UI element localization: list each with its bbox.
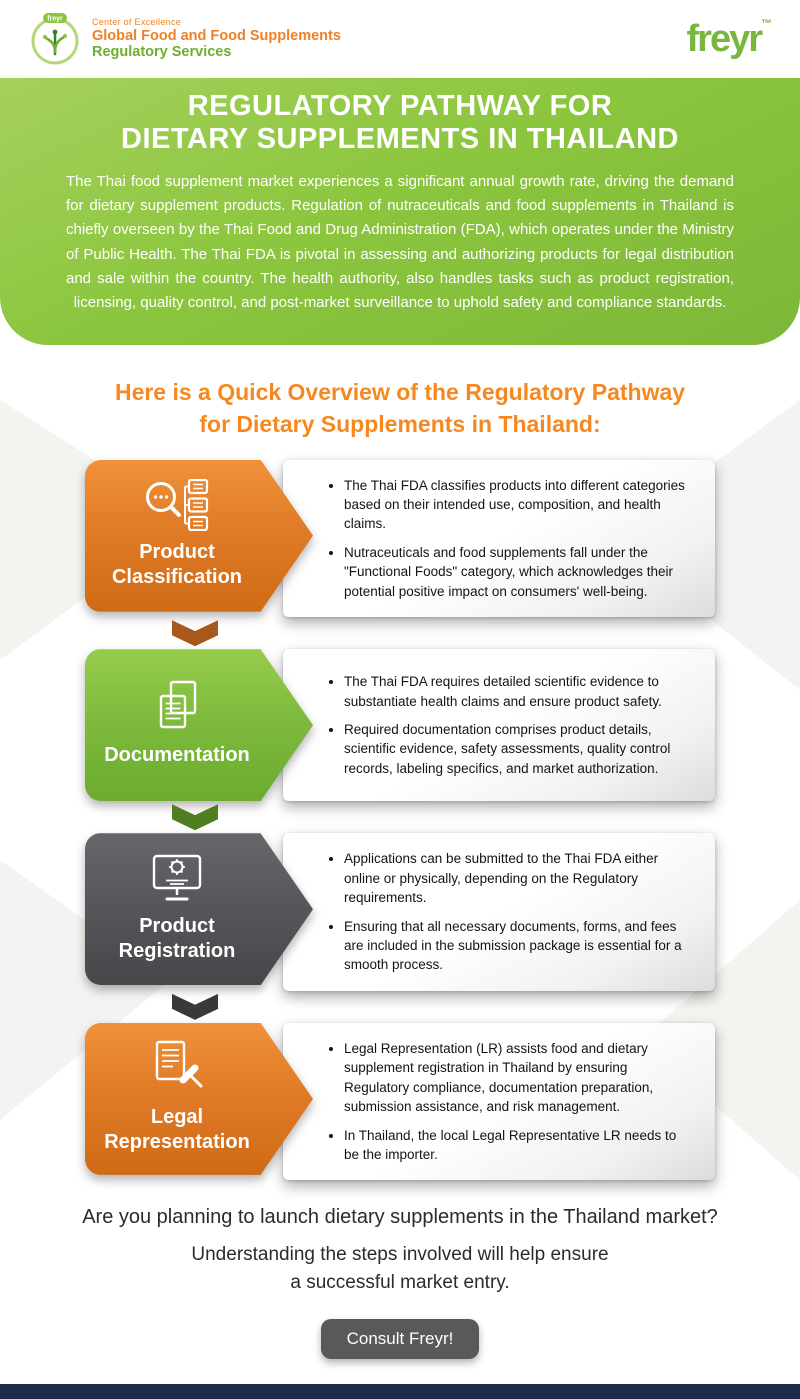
overview-heading: Here is a Quick Overview of the Regulato… [0, 377, 800, 439]
step-arrow-legal-representation: Legal Representation [85, 1022, 313, 1175]
step-arrow-wrap: Legal Representation [85, 1022, 313, 1181]
hero-banner: REGULATORY PATHWAY FOR DIETARY SUPPLEMEN… [0, 78, 800, 346]
coe-logo-text: Center of Excellence Global Food and Foo… [92, 17, 341, 61]
page-title: REGULATORY PATHWAY FOR DIETARY SUPPLEMEN… [62, 90, 738, 157]
down-arrow-connector [172, 804, 218, 831]
step-label-line: Legal [150, 1106, 204, 1129]
step-legal-representation: Legal Representation Legal Representatio… [0, 1022, 800, 1181]
cta-line1: Understanding the steps involved will he… [191, 1244, 609, 1266]
coe-logo: freyr Center of Excellence Global Food a… [28, 12, 341, 66]
down-arrow-connector [172, 620, 218, 647]
step-arrow-wrap: Product Classification [85, 459, 313, 618]
step-label-line: Representation [104, 1131, 250, 1154]
step-label-documentation: Documentation [104, 743, 250, 768]
freyr-wordmark: freyr™ [687, 18, 773, 61]
bullet-list: The Thai FDA classifies products into di… [329, 476, 693, 602]
step-card-legal-representation: Legal Representation (LR) assists food a… [283, 1022, 715, 1181]
logo-line2: Regulatory Services [92, 44, 232, 61]
footer-bar [0, 1384, 800, 1399]
magnifier-category-icon [143, 479, 211, 532]
step-documentation: Documentation The Thai FDA requires deta… [0, 649, 800, 802]
freyr-wordmark-text: freyr [686, 17, 763, 60]
trademark-symbol: ™ [761, 17, 772, 30]
bullet-item: Ensuring that all necessary documents, f… [344, 917, 693, 975]
step-label-line: Registration [118, 939, 236, 962]
overview-heading-line2: for Dietary Supplements in Thailand: [199, 410, 601, 437]
header: freyr Center of Excellence Global Food a… [0, 0, 800, 78]
step-label-line: Product [139, 541, 215, 564]
bullet-item: Legal Representation (LR) assists food a… [344, 1039, 693, 1117]
step-label-line: Classification [111, 566, 243, 589]
monitor-gear-icon [148, 853, 206, 905]
bullet-list: Legal Representation (LR) assists food a… [329, 1039, 693, 1165]
step-card-documentation: The Thai FDA requires detailed scientifi… [283, 649, 715, 802]
consult-freyr-button[interactable]: Consult Freyr! [320, 1319, 480, 1360]
bullet-item: The Thai FDA requires detailed scientifi… [344, 672, 693, 711]
step-label-line: Documentation [104, 744, 250, 767]
steps-flow: Product Classification The Thai FDA clas… [0, 459, 800, 1181]
bullet-item: In Thailand, the local Legal Representat… [344, 1126, 693, 1165]
cta-section: Are you planning to launch dietary suppl… [0, 1206, 800, 1360]
step-label-product-registration: Product Registration [119, 914, 236, 964]
page-title-line1: REGULATORY PATHWAY FOR [187, 90, 613, 122]
step-arrow-wrap: Product Registration [85, 833, 313, 991]
step-label-line: Product [139, 914, 215, 937]
bullet-item: Applications can be submitted to the Tha… [344, 849, 693, 907]
logo-badge-text: freyr [47, 16, 63, 23]
step-card-product-classification: The Thai FDA classifies products into di… [283, 459, 715, 618]
bullet-item: The Thai FDA classifies products into di… [344, 476, 693, 534]
step-card-product-registration: Applications can be submitted to the Tha… [283, 833, 715, 991]
step-arrow-wrap: Documentation [85, 649, 313, 802]
step-product-registration: Product Registration Applications can be… [0, 833, 800, 991]
step-label-product-classification: Product Classification [112, 540, 242, 590]
down-arrow-connector [172, 993, 218, 1020]
cta-question: Are you planning to launch dietary suppl… [82, 1206, 718, 1229]
step-product-classification: Product Classification The Thai FDA clas… [0, 459, 800, 618]
bullet-item: Nutraceuticals and food supplements fall… [344, 543, 693, 601]
logo-line1: Global Food and Food Supplements [92, 27, 341, 44]
step-arrow-product-registration: Product Registration [85, 833, 313, 986]
intro-paragraph: The Thai food supplement market experien… [66, 172, 734, 312]
bullet-list: The Thai FDA requires detailed scientifi… [329, 672, 693, 778]
cta-line2: a successful market entry. [290, 1272, 510, 1294]
bullet-list: Applications can be submitted to the Tha… [329, 849, 693, 975]
documents-icon [149, 680, 205, 734]
bullet-item: Required documentation comprises product… [344, 720, 693, 778]
coe-plant-logo-icon: freyr [28, 12, 82, 66]
step-label-legal-representation: Legal Representation [104, 1105, 250, 1155]
step-arrow-product-classification: Product Classification [85, 459, 313, 612]
step-arrow-documentation: Documentation [85, 649, 313, 802]
logo-tagline: Center of Excellence [92, 17, 182, 28]
cta-lines: Understanding the steps involved will he… [0, 1241, 800, 1297]
page-title-line2: DIETARY SUPPLEMENTS IN THAILAND [121, 123, 679, 156]
document-gavel-icon [149, 1040, 205, 1096]
overview-heading-line1: Here is a Quick Overview of the Regulato… [114, 379, 686, 406]
